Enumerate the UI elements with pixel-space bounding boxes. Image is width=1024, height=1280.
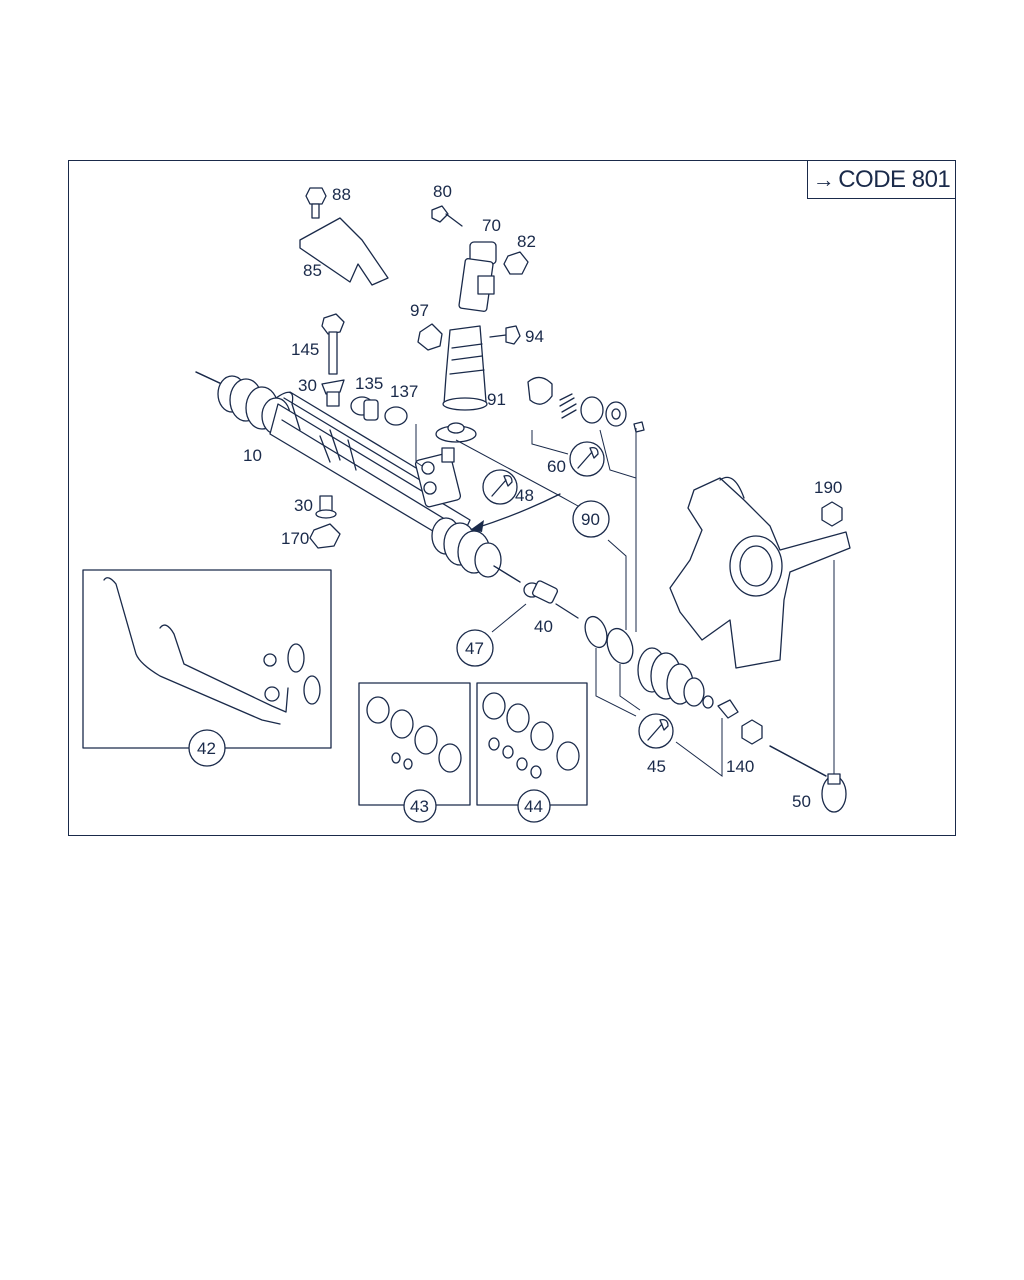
label-30-lower: 30 — [294, 496, 313, 515]
label-70: 70 — [482, 216, 501, 235]
bolt-88-icon — [305, 187, 327, 219]
label-10: 10 — [243, 446, 262, 465]
label-85: 85 — [303, 261, 322, 280]
nut-tie-rod-icon — [741, 719, 763, 745]
label-190: 190 — [814, 478, 842, 497]
wrench-icon — [647, 718, 669, 741]
label-170: 170 — [281, 529, 309, 548]
steering-rack-10-icon — [195, 371, 521, 583]
bolt-145-icon — [321, 313, 345, 375]
code-reference-box: → CODE 801 — [807, 160, 956, 199]
seal-kit-44-icon — [482, 692, 580, 779]
hydraulic-lines-42-icon — [103, 577, 321, 725]
leader-lines — [415, 424, 835, 777]
bolt-80-icon — [431, 205, 463, 227]
bubble-42 — [188, 729, 226, 767]
nut-190-icon — [821, 501, 843, 527]
flow-arrow-icon — [475, 493, 561, 529]
wrench-bubble-60-icon — [569, 441, 605, 477]
label-80: 80 — [433, 182, 452, 201]
label-50: 50 — [792, 792, 811, 811]
label-44: 44 — [524, 797, 543, 816]
clamp-band-icon — [606, 627, 634, 665]
label-145: 145 — [291, 340, 319, 359]
nut-170-icon — [309, 523, 341, 549]
seal-kit-43-icon — [366, 696, 462, 773]
bubble-90 — [572, 500, 610, 538]
label-60: 60 — [547, 457, 566, 476]
label-137: 137 — [390, 382, 418, 401]
nut-97-icon — [417, 323, 443, 351]
inset-box-seal-kit-44 — [476, 682, 588, 806]
label-40: 40 — [534, 617, 553, 636]
plug-135-icon — [350, 396, 379, 421]
valve-body-icon — [414, 447, 462, 508]
universal-joint-70-icon — [458, 241, 497, 312]
bolt-94-icon — [489, 325, 521, 345]
label-140: 140 — [726, 757, 754, 776]
label-135: 135 — [355, 374, 383, 393]
label-30-upper: 30 — [298, 376, 317, 395]
bubble-44 — [517, 789, 551, 823]
label-42: 42 — [197, 739, 216, 758]
arrow-head-icon — [470, 520, 484, 532]
clamp-ring-icon — [584, 615, 608, 649]
mount-30-upper-icon — [321, 379, 345, 407]
label-43: 43 — [410, 797, 429, 816]
washer-plate-48-icon — [435, 422, 477, 443]
label-94: 94 — [525, 327, 544, 346]
bubble-47 — [456, 629, 494, 667]
tie-rod-end-50-icon — [769, 745, 847, 813]
inner-tie-rod-40-icon — [523, 580, 579, 619]
code-reference-text: CODE 801 — [838, 165, 951, 193]
label-47: 47 — [465, 639, 484, 658]
arrow-right-icon: → — [812, 166, 835, 192]
wrench-icon — [577, 446, 599, 469]
clip-140-icon — [717, 699, 739, 719]
label-88: 88 — [332, 185, 351, 204]
steering-knuckle-icon — [669, 476, 851, 669]
heat-shield-85-icon — [299, 217, 389, 286]
nut-82-icon — [503, 251, 529, 275]
steering-boot-91-icon — [442, 325, 488, 411]
mount-30-lower-icon — [315, 495, 337, 519]
label-48: 48 — [515, 486, 534, 505]
label-90: 90 — [581, 510, 600, 529]
o-ring-137-icon — [384, 406, 408, 426]
adjuster-parts-60-icon — [527, 376, 645, 433]
bellows-boot-45-icon — [637, 647, 714, 709]
label-91: 91 — [487, 390, 506, 409]
label-97: 97 — [410, 301, 429, 320]
bubble-43 — [403, 789, 437, 823]
label-45: 45 — [647, 757, 666, 776]
wrench-icon — [491, 474, 513, 497]
label-82: 82 — [517, 232, 536, 251]
